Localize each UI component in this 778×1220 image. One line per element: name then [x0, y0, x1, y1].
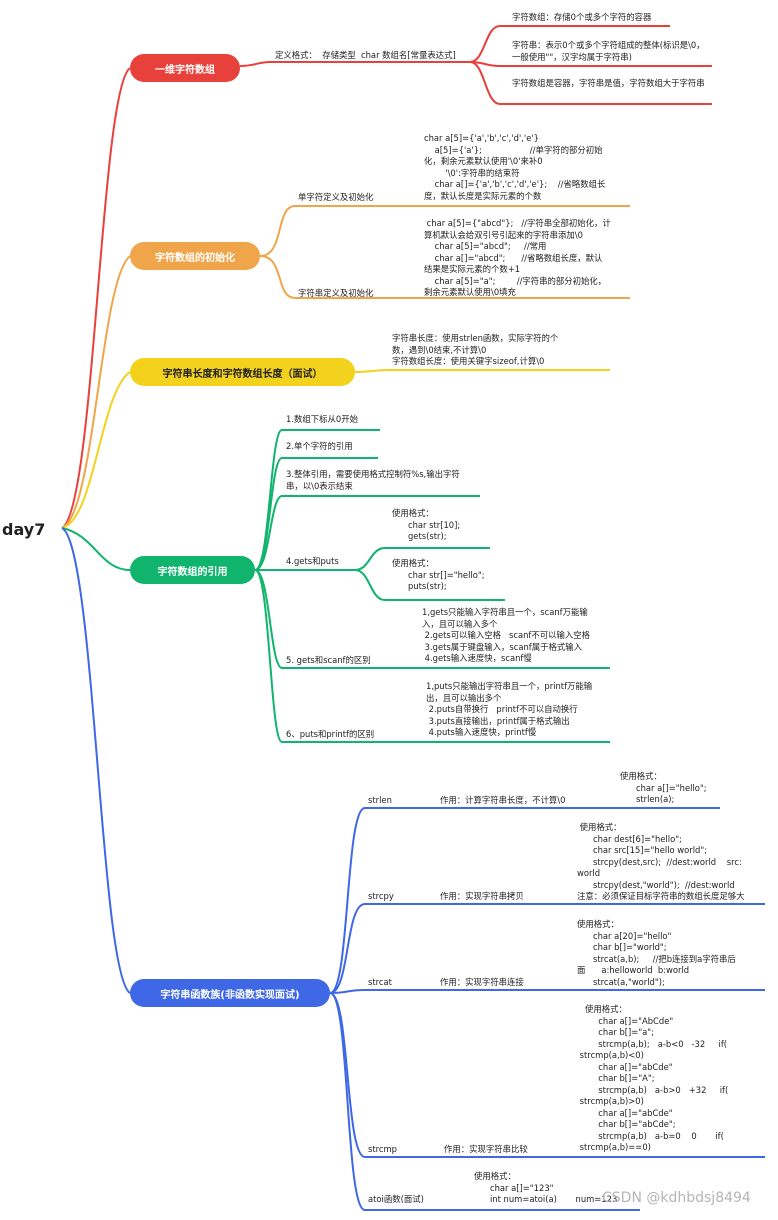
fn-strcpy-usage: 使用格式： char dest[6]="hello"; char src[15]… — [577, 822, 745, 901]
b4-item-5: 5. gets和scanf的区别 — [286, 655, 371, 665]
fn-strcpy-desc: 作用：实现字符串拷贝 — [440, 891, 524, 901]
b2-string-text: char a[5]={"abcd"}; //字符串全部初始化，计 算机默认会给双… — [424, 218, 611, 297]
fn-strcmp: strcmp — [368, 1144, 397, 1154]
b1-note-3: 字符数组是容器，字符串是值，字符数组大于字符串 — [512, 78, 705, 88]
fn-strcat: strcat — [368, 977, 392, 987]
connectors-red — [61, 25, 712, 529]
b3-text: 字符串长度：使用strlen函数，实际字符的个 数，遇到\0结束,不计算\0 字… — [392, 333, 559, 366]
fn-strcat-desc: 作用：实现字符串连接 — [440, 977, 524, 987]
fn-strcpy: strcpy — [368, 891, 394, 901]
b4-item-4: 4.gets和puts — [286, 556, 339, 566]
branch-1d-char-array[interactable]: 一维字符数组 — [130, 54, 240, 82]
b1-definition: 定义格式： 存储类型 char 数组名[常量表达式] — [275, 50, 456, 60]
b4-item-2: 2.单个字符的引用 — [286, 441, 353, 451]
fn-strlen-usage: 使用格式： char a[]="hello"; strlen(a); — [620, 771, 707, 804]
connectors-green — [61, 429, 610, 743]
b1-note-1: 字符数组：存储0个或多个字符的容器 — [512, 12, 652, 22]
b4-gets-scanf-text: 1,gets只能输入字符串且一个，scanf万能输 入，且可以输入多个 2.ge… — [422, 607, 590, 663]
b1-note-2: 字符串：表示0个或多个字符组成的整体(标识是\0，一般使用""，汉字均属于字符串… — [512, 40, 705, 62]
b4-item-3: 3.整体引用，需要使用格式控制符%s,输出字符 串，以\0表示结束 — [286, 469, 460, 491]
fn-atoi: atoi函数(面试) — [368, 1194, 424, 1204]
fn-strlen-desc: 作用：计算字符串长度，不计算\0 — [440, 795, 566, 805]
branch-string-functions[interactable]: 字符串函数族(非函数实现面试) — [130, 979, 330, 1007]
fn-atoi-usage: 使用格式： char a[]="123" int num=atoi(a) num… — [474, 1171, 618, 1204]
b2-sub-single-char: 单字符定义及初始化 — [298, 192, 374, 202]
connectors-orange — [61, 205, 630, 529]
b2-single-char-text: char a[5]={'a','b','c','d','e'} a[5]={'a… — [424, 133, 606, 201]
fn-strcmp-desc: 作用：实现字符串比较 — [444, 1144, 528, 1154]
b4-puts-usage: 使用格式： char str[]="hello"; puts(str); — [392, 558, 485, 591]
b2-sub-string: 字符串定义及初始化 — [298, 288, 374, 298]
branch-array-init[interactable]: 字符数组的初始化 — [130, 242, 260, 270]
b4-puts-printf-text: 1,puts只能输出字符串且一个，printf万能输 出，且可以输出多个 2.p… — [426, 681, 593, 737]
fn-strcmp-usage: 使用格式： char a[]="AbCde" char b[]="a"; str… — [579, 1004, 729, 1152]
connectors-blue — [61, 527, 765, 1211]
b4-item-1: 1.数组下标从0开始 — [286, 414, 358, 424]
b4-item-6: 6、puts和printf的区别 — [286, 729, 375, 739]
branch-array-reference[interactable]: 字符数组的引用 — [130, 556, 255, 584]
fn-strcat-usage: 使用格式： char a[20]="hello" char b[]="world… — [577, 919, 736, 987]
watermark: CSDN @kdhbdsj8494 — [602, 1190, 751, 1206]
connectors-yellow — [61, 369, 610, 529]
b4-gets-usage: 使用格式： char str[10]; gets(str); — [392, 508, 461, 541]
root-node[interactable]: day7 — [2, 520, 46, 539]
fn-strlen: strlen — [368, 795, 392, 805]
branch-length-interview[interactable]: 字符串长度和字符数组长度（面试） — [130, 358, 355, 386]
